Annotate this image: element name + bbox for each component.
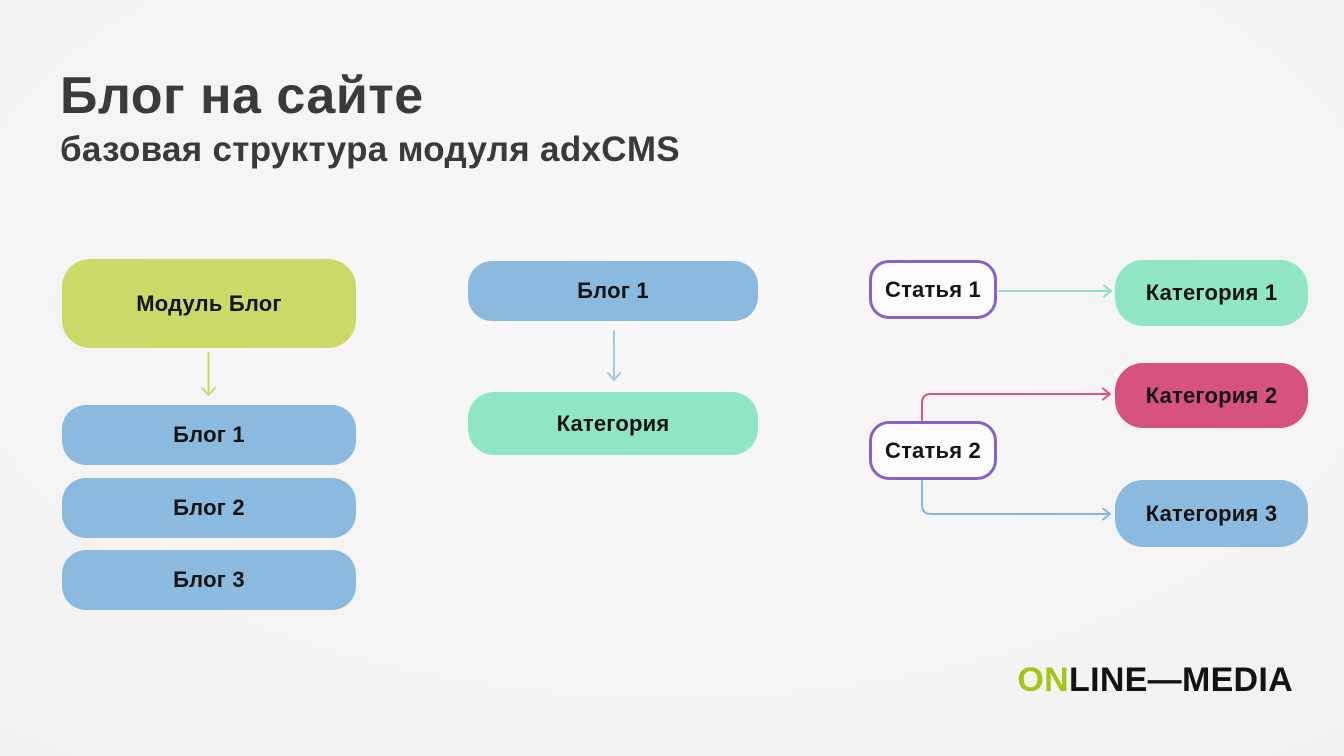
logo-prefix: ON <box>1017 661 1069 699</box>
logo-rest: LINE—MEDIA <box>1069 661 1293 699</box>
node-label: Категория 2 <box>1145 382 1278 408</box>
node-label: Категория 1 <box>1145 280 1278 305</box>
node-category: Категория <box>468 392 758 455</box>
node-label: Блог 3 <box>173 567 245 592</box>
node-label: Категория 3 <box>1145 500 1278 526</box>
node-label: Категория <box>556 410 670 436</box>
arrow-module-to-blogs <box>201 352 216 396</box>
node-blog-1: Блог 1 <box>62 405 356 465</box>
node-blog-3: Блог 3 <box>62 550 356 610</box>
arrow-article2-to-category3 <box>921 480 1111 521</box>
page-title: Блог на сайте <box>60 67 424 125</box>
node-blog-1-middle: Блог 1 <box>468 261 758 321</box>
node-blog-2: Блог 2 <box>62 478 356 538</box>
arrow-blog-to-category <box>607 330 621 381</box>
node-label: Блог 1 <box>577 278 649 303</box>
page-subtitle: базовая структура модуля adxCMS <box>60 130 680 169</box>
node-category-2: Категория 2 <box>1115 363 1308 428</box>
node-category-1: Категория 1 <box>1115 260 1308 326</box>
arrow-article1-to-category1 <box>998 284 1112 298</box>
arrow-article2-to-category2 <box>921 387 1111 421</box>
node-article-2: Статья 2 <box>869 421 997 480</box>
logo-online-media: ONLINE—MEDIA <box>1017 661 1293 700</box>
node-label: Модуль Блог <box>136 290 282 316</box>
node-label: Блог 2 <box>173 495 245 520</box>
node-label: Статья 1 <box>885 276 981 302</box>
node-category-3: Категория 3 <box>1115 480 1308 547</box>
node-label: Статья 2 <box>885 437 981 463</box>
header: Блог на сайте базовая структура модуля a… <box>60 70 680 167</box>
node-module-blog: Модуль Блог <box>62 259 356 348</box>
node-article-1: Статья 1 <box>869 260 997 319</box>
node-label: Блог 1 <box>173 422 245 447</box>
